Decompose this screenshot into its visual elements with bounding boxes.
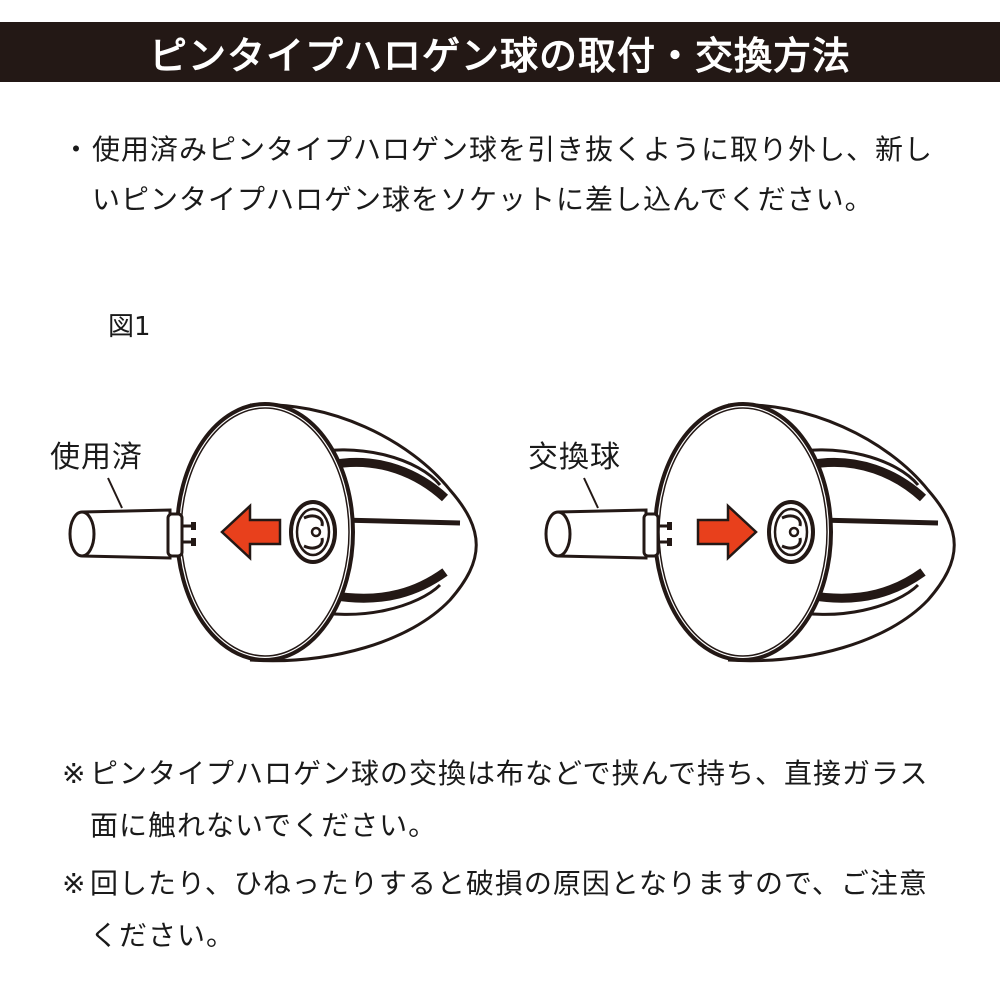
note-text: ピンタイプハロゲン球の交換は布などで挟んで持ち、直接ガラス面に触れないでください… (90, 757, 929, 842)
diagram-svg (68, 380, 1000, 690)
note-2: ※ 回したり、ひねったりすると破損の原因となりますので、ご注意ください。 (62, 858, 942, 962)
note-mark: ※ (62, 757, 87, 790)
replacement-diagram: 使用済 交換球 (0, 380, 1000, 690)
page-title: ピンタイプハロゲン球の取付・交換方法 (148, 33, 851, 78)
used-bulb-callout: 使用済 (50, 440, 143, 475)
title-banner: ピンタイプハロゲン球の取付・交換方法 (0, 22, 1000, 82)
figure-label: 図1 (108, 312, 151, 342)
bulb-used (68, 476, 198, 560)
note-text: 回したり、ひねったりすると破損の原因となりますので、ご注意ください。 (90, 867, 928, 952)
instruction-paragraph: ・ 使用済みピンタイプハロゲン球を引き抜くように取り外し、新しいピンタイプハロゲ… (62, 125, 942, 225)
bullet-mark: ・ (62, 133, 92, 166)
note-mark: ※ (62, 867, 87, 900)
bulb-new (544, 476, 674, 560)
new-bulb-callout: 交換球 (528, 440, 621, 475)
pull-out-arrow (220, 503, 282, 561)
insert-arrow (696, 503, 758, 561)
note-1: ※ ピンタイプハロゲン球の交換は布などで挟んで持ち、直接ガラス面に触れないでくだ… (62, 748, 942, 852)
instruction-text: 使用済みピンタイプハロゲン球を引き抜くように取り外し、新しいピンタイプハロゲン球… (92, 133, 934, 216)
